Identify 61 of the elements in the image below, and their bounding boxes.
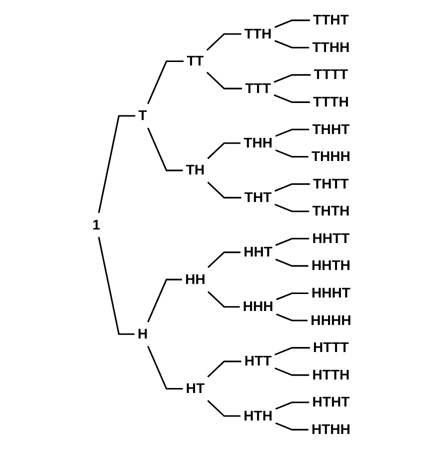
connector [98,115,135,214]
connector [274,367,309,376]
connector [146,60,184,104]
node-text: THHT [312,121,350,137]
connector [273,74,310,83]
connector [146,128,183,172]
node-text: TH [186,162,204,178]
node-text: HTT [244,353,272,369]
connector [206,33,241,51]
node-text: TTTH [312,94,349,110]
node-text: TTHH [312,39,350,56]
node-text: HTHT [312,394,350,410]
connector [206,360,241,378]
node-text: HTHH [311,421,350,438]
connector [206,142,240,160]
node-text: HHT [243,244,272,260]
connector [207,252,240,268]
connector [274,20,310,28]
node-text: TTHT [312,12,349,28]
connector [146,278,182,322]
node-text: THHH [311,148,350,164]
connector [274,183,310,192]
node-text: HHHH [310,312,351,328]
connector [146,346,183,390]
connector [206,400,240,417]
node-text: HT [186,380,204,396]
connector [276,292,308,300]
connector [207,291,240,308]
node-text: THTT [312,176,349,192]
connector [274,40,309,48]
node-text: HTTT [312,340,349,356]
node-text: TTTT [314,66,348,82]
connector [275,402,309,410]
connector [275,128,309,137]
node-text: TT [186,53,204,69]
node-text: H [137,326,148,342]
connector [275,238,309,246]
connector [276,314,308,322]
node-text: 1 [92,216,100,232]
connector [275,258,308,267]
node-text: HHHT [311,285,350,301]
connector [274,204,309,212]
node-text: TTT [244,80,271,96]
node-text: TTH [244,26,272,42]
node-text: HHTH [311,258,350,274]
node-text: THH [243,134,272,151]
node-text: HHTT [312,230,350,246]
connector [206,72,242,90]
connector [273,94,310,103]
node-text: HHH [242,298,273,314]
connector [274,347,310,356]
connector [275,422,308,430]
connector [206,182,241,198]
connector [275,149,308,158]
node-text: T [138,108,147,124]
connector [98,236,134,335]
node-text: THTH [312,203,350,219]
node-text: HTH [243,408,272,424]
node-text: THT [244,190,272,206]
node-text: HH [184,271,206,287]
node-text: HTTH [312,366,350,382]
